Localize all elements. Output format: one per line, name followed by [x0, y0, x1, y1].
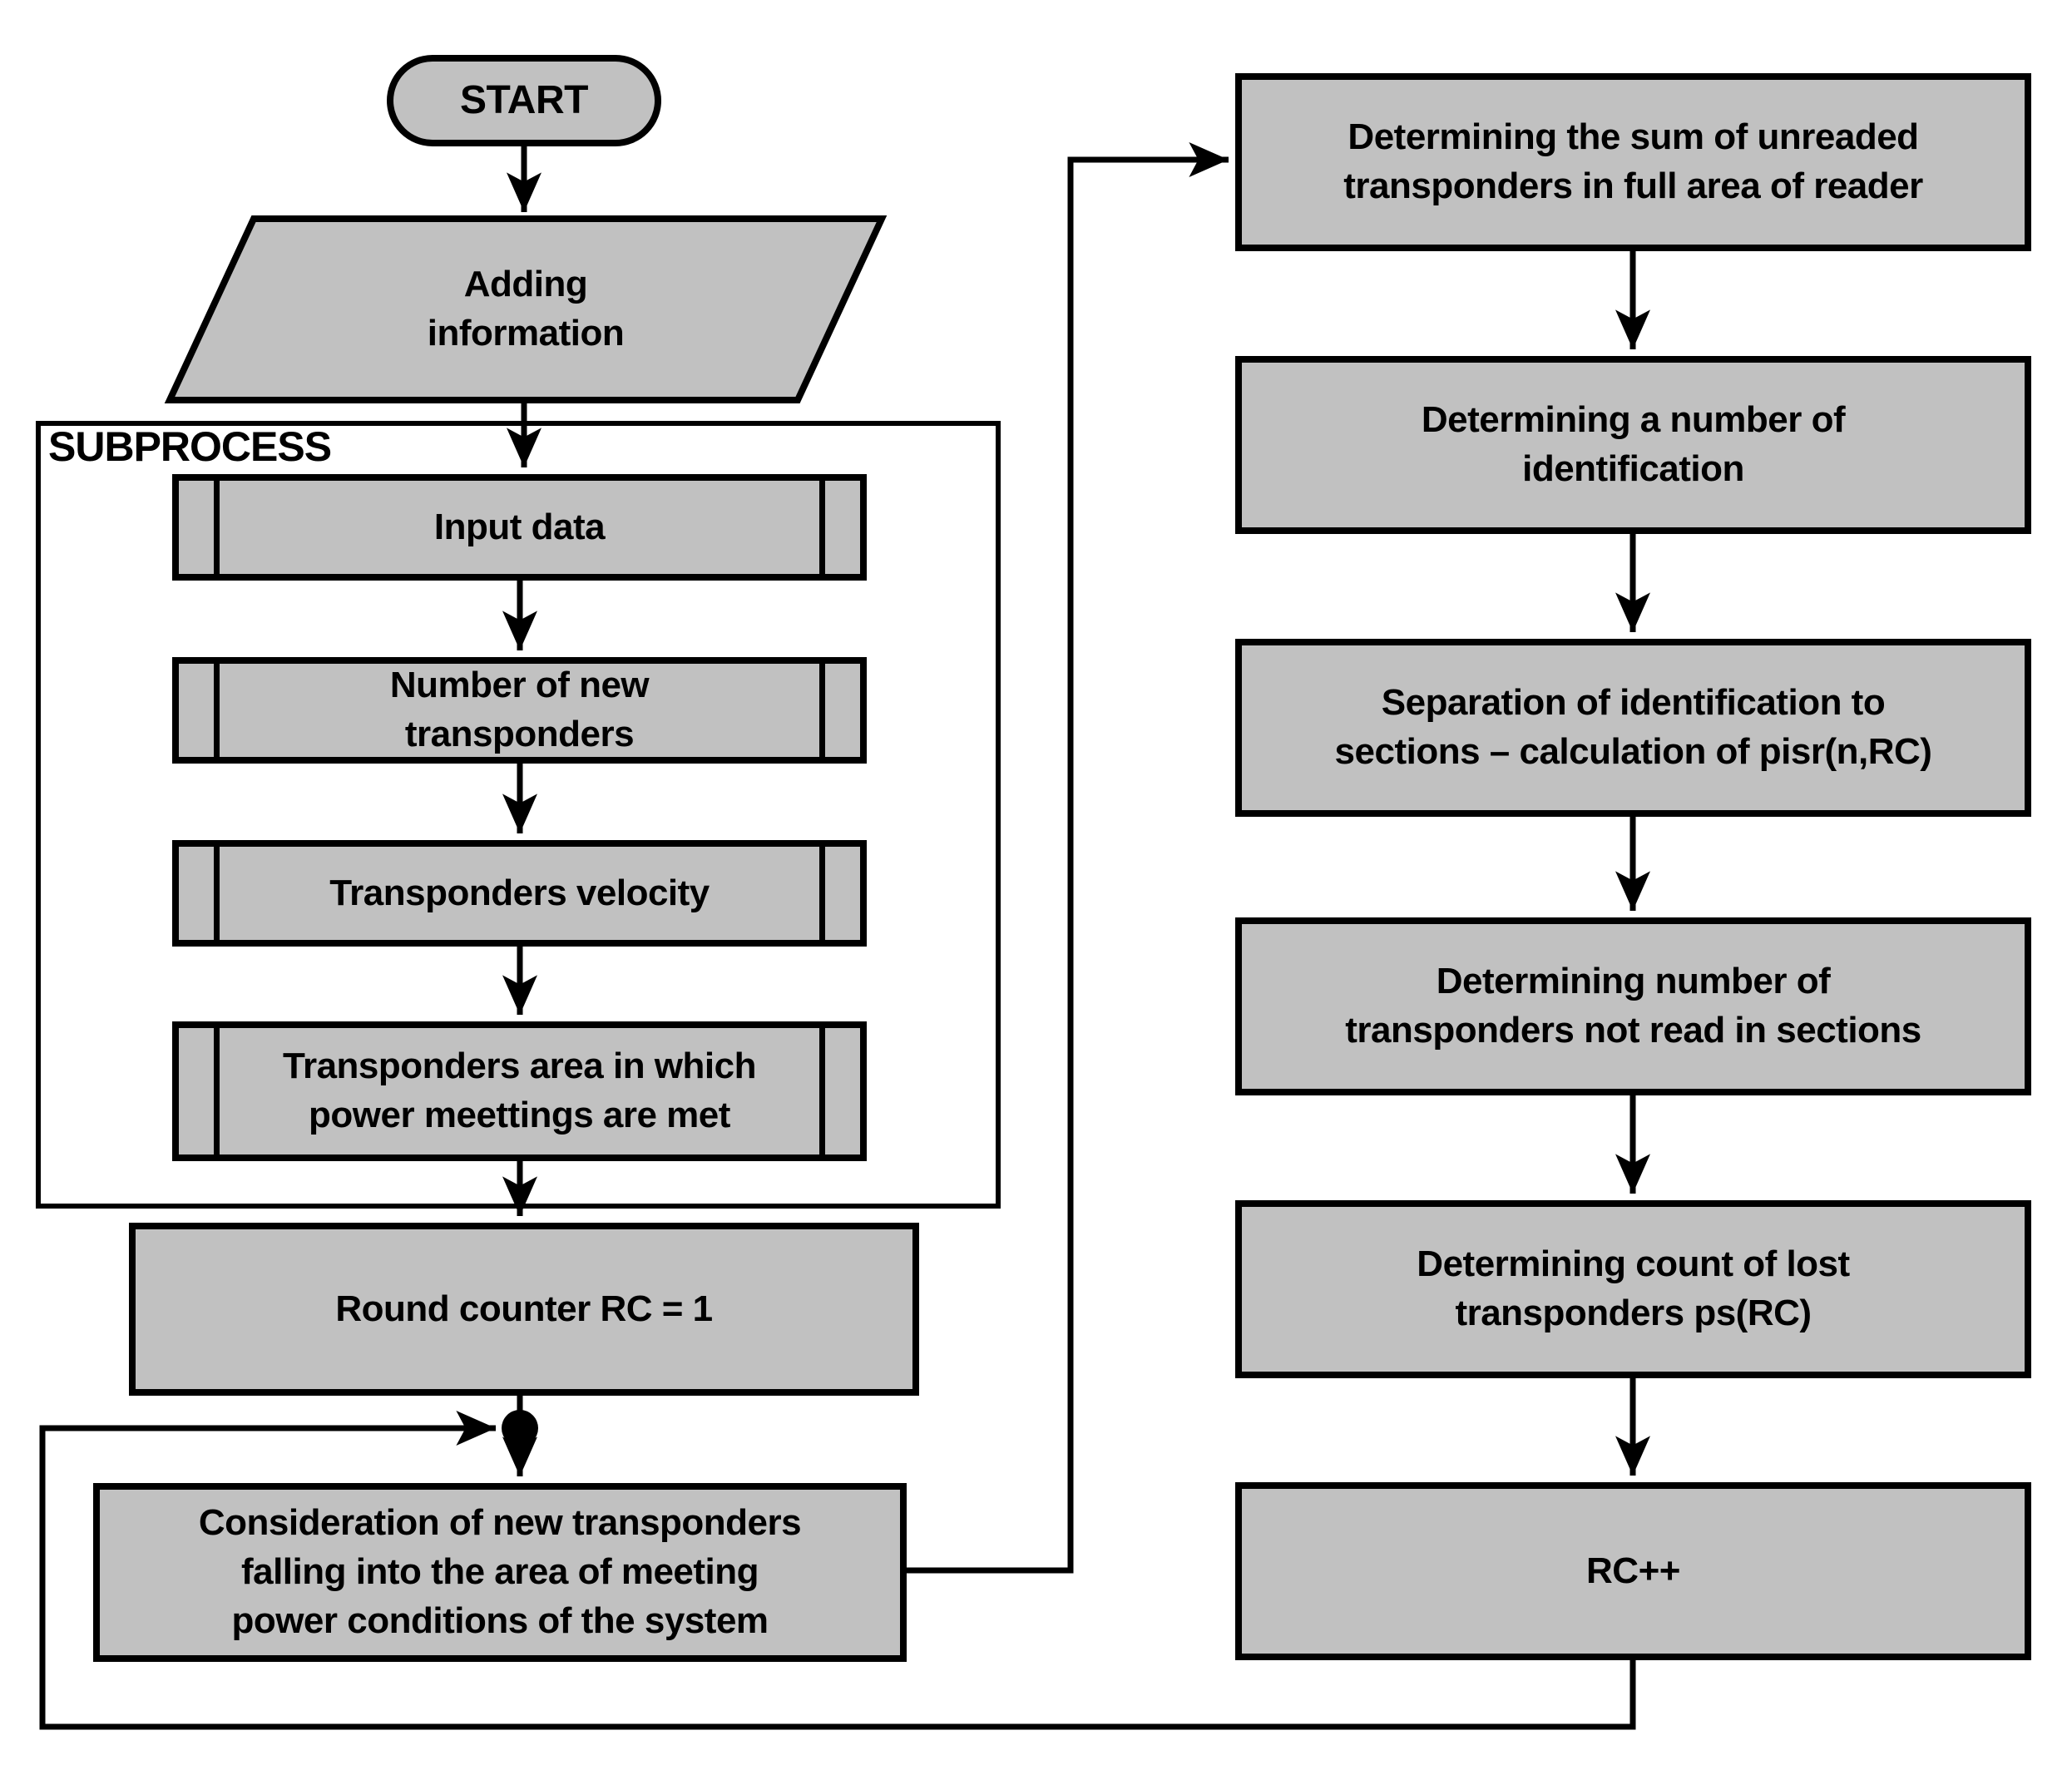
predefined-process-bar — [819, 1028, 825, 1154]
predefined-process-bar — [819, 664, 825, 757]
node-label: Transponders velocity — [329, 872, 710, 913]
node-label: Number of new transponders — [389, 665, 650, 754]
node-determining-not-read: Determining number of transponders not r… — [1235, 917, 2031, 1095]
node-rc-increment: RC++ — [1235, 1482, 2031, 1660]
subprocess-label: SUBPROCESS — [48, 423, 332, 470]
node-consideration: Consideration of new transponders fallin… — [93, 1483, 907, 1662]
node-adding-information: Adding information — [427, 264, 625, 354]
predefined-process-bar — [819, 481, 825, 574]
node-determining-lost: Determining count of lost transponders p… — [1235, 1200, 2031, 1378]
predefined-process-bar — [214, 847, 220, 940]
node-number-of-new-transponders: Number of new transponders — [172, 657, 867, 764]
node-label: Input data — [433, 506, 606, 547]
junction-dot — [502, 1410, 538, 1446]
predefined-process-bar — [214, 481, 220, 574]
node-start: START — [387, 55, 661, 146]
node-separation: Separation of identification to sections… — [1235, 639, 2031, 817]
node-round-counter: Round counter RC = 1 — [129, 1223, 919, 1396]
node-input-data: Input data — [172, 474, 867, 581]
node-transponders-area: Transponders area in which power meettin… — [172, 1021, 867, 1161]
predefined-process-bar — [214, 1028, 220, 1154]
node-determining-number: Determining a number of identification — [1235, 356, 2031, 534]
predefined-process-bar — [214, 664, 220, 757]
node-transponders-velocity: Transponders velocity — [172, 840, 867, 947]
node-determining-sum: Determining the sum of unreaded transpon… — [1235, 73, 2031, 251]
node-label: Transponders area in which power meettin… — [283, 1046, 756, 1135]
predefined-process-bar — [819, 847, 825, 940]
